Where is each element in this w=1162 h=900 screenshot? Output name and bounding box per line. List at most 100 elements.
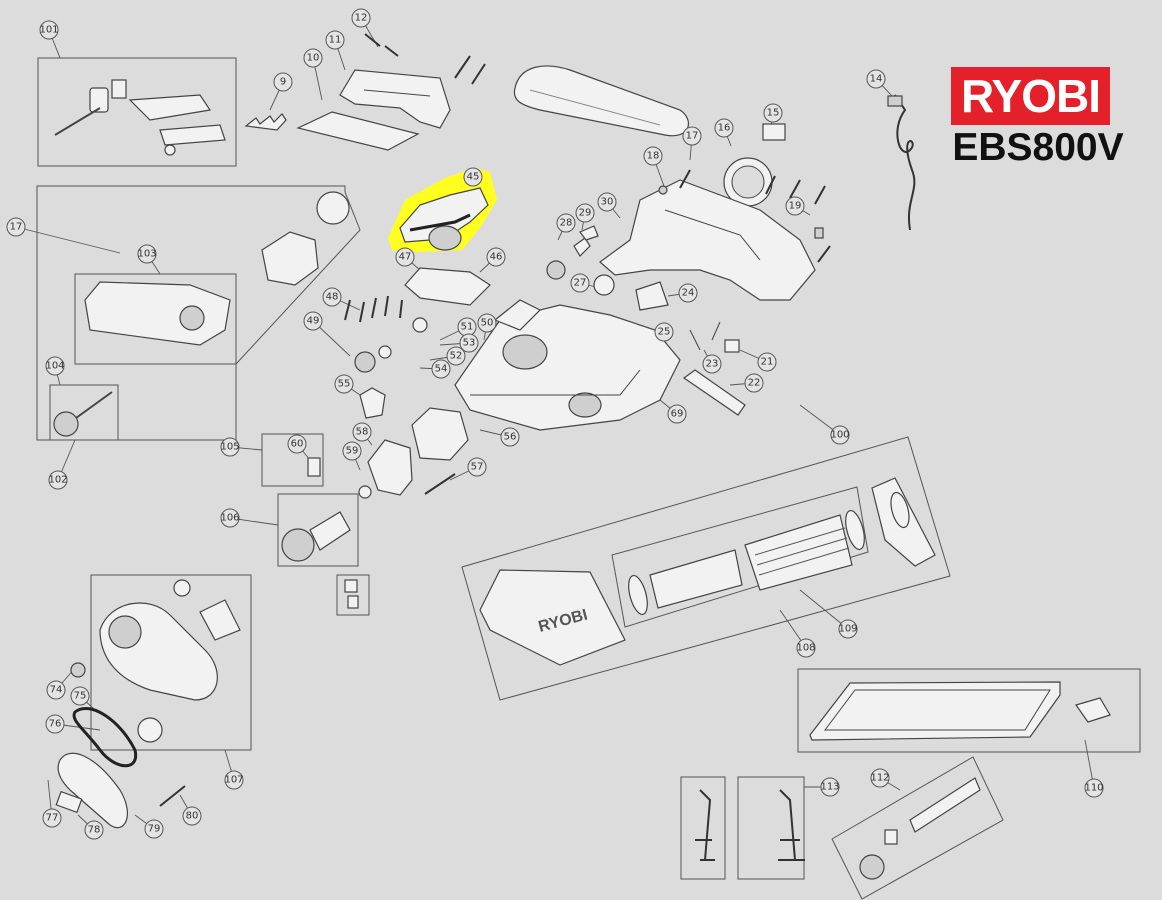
callout-29[interactable]: 29 xyxy=(575,203,595,223)
model-name: EBS800V xyxy=(952,126,1124,169)
callout-50[interactable]: 50 xyxy=(477,313,497,333)
callout-12[interactable]: 12 xyxy=(351,8,371,28)
callout-15[interactable]: 15 xyxy=(763,103,783,123)
svg-text:69: 69 xyxy=(671,409,684,420)
callout-27[interactable]: 27 xyxy=(570,273,590,293)
callout-18[interactable]: 18 xyxy=(643,146,663,166)
group-box-104 xyxy=(49,384,119,441)
svg-text:100: 100 xyxy=(830,430,849,441)
callout-48[interactable]: 48 xyxy=(322,287,342,307)
svg-text:53: 53 xyxy=(463,338,476,349)
callout-25[interactable]: 25 xyxy=(654,322,674,342)
callout-28[interactable]: 28 xyxy=(556,213,576,233)
callout-9[interactable]: 9 xyxy=(273,72,293,92)
part-109-platen xyxy=(628,509,865,616)
callout-77[interactable]: 77 xyxy=(42,808,62,828)
callout-14[interactable]: 14 xyxy=(866,69,886,89)
callout-17[interactable]: 17 xyxy=(682,126,702,146)
callout-24[interactable]: 24 xyxy=(678,283,698,303)
callout-23[interactable]: 23 xyxy=(702,354,722,374)
callout-55[interactable]: 55 xyxy=(334,374,354,394)
callout-75[interactable]: 75 xyxy=(70,686,90,706)
callout-57[interactable]: 57 xyxy=(467,457,487,477)
callout-79[interactable]: 79 xyxy=(144,819,164,839)
callout-60[interactable]: 60 xyxy=(287,434,307,454)
callout-11[interactable]: 11 xyxy=(325,30,345,50)
part-58-59-ring xyxy=(358,439,413,499)
callout-100[interactable]: 100 xyxy=(830,425,850,445)
callout-105[interactable]: 105 xyxy=(220,437,240,457)
part-15-label xyxy=(762,123,786,141)
callout-102[interactable]: 102 xyxy=(48,470,68,490)
callout-106[interactable]: 106 xyxy=(220,508,240,528)
callout-112[interactable]: 112 xyxy=(870,768,890,788)
svg-text:103: 103 xyxy=(137,249,156,260)
callout-53[interactable]: 53 xyxy=(459,333,479,353)
callout-47[interactable]: 47 xyxy=(395,247,415,267)
svg-text:107: 107 xyxy=(224,775,243,786)
callout-21[interactable]: 21 xyxy=(757,352,777,372)
part-49-gear xyxy=(354,317,428,373)
svg-text:78: 78 xyxy=(88,825,101,836)
callout-10[interactable]: 10 xyxy=(303,48,323,68)
svg-text:29: 29 xyxy=(579,208,592,219)
svg-text:58: 58 xyxy=(356,427,369,438)
svg-text:79: 79 xyxy=(148,824,161,835)
svg-text:47: 47 xyxy=(399,252,412,263)
callout-46[interactable]: 46 xyxy=(486,247,506,267)
callout-109[interactable]: 109 xyxy=(838,619,858,639)
callout-104[interactable]: 104 xyxy=(45,356,65,376)
svg-text:11: 11 xyxy=(329,35,342,46)
svg-text:77: 77 xyxy=(46,813,59,824)
part-60-brush xyxy=(307,457,321,477)
callout-76[interactable]: 76 xyxy=(45,714,65,734)
callout-56[interactable]: 56 xyxy=(500,427,520,447)
callout-103[interactable]: 103 xyxy=(137,244,157,264)
part-11-top-housing xyxy=(339,55,486,129)
callout-52[interactable]: 52 xyxy=(446,346,466,366)
svg-text:110: 110 xyxy=(1084,783,1103,794)
group-box-103 xyxy=(74,273,237,365)
svg-text:51: 51 xyxy=(461,322,474,333)
part-12-screws xyxy=(364,33,399,57)
callout-30[interactable]: 30 xyxy=(597,192,617,212)
callout-22[interactable]: 22 xyxy=(744,373,764,393)
svg-text:54: 54 xyxy=(435,364,448,375)
callout-45-highlighted[interactable]: 45 xyxy=(463,167,483,187)
svg-text:101: 101 xyxy=(39,25,58,36)
callout-17b[interactable]: 17 xyxy=(6,217,26,237)
part-24-bracket xyxy=(635,281,669,311)
callout-58[interactable]: 58 xyxy=(352,422,372,442)
svg-text:52: 52 xyxy=(450,351,463,362)
callout-16[interactable]: 16 xyxy=(714,118,734,138)
svg-text:30: 30 xyxy=(601,197,614,208)
callout-19[interactable]: 19 xyxy=(785,196,805,216)
svg-text:76: 76 xyxy=(49,719,62,730)
group-box-extra xyxy=(336,574,370,616)
svg-text:10: 10 xyxy=(307,53,320,64)
callout-110[interactable]: 110 xyxy=(1084,778,1104,798)
svg-text:60: 60 xyxy=(291,439,304,450)
svg-text:75: 75 xyxy=(74,691,87,702)
part-79-cover xyxy=(55,752,129,829)
callout-49[interactable]: 49 xyxy=(303,311,323,331)
part-27-knob xyxy=(593,274,615,296)
callout-101[interactable]: 101 xyxy=(39,20,59,40)
svg-text:22: 22 xyxy=(748,378,761,389)
callout-59[interactable]: 59 xyxy=(342,441,362,461)
callout-74[interactable]: 74 xyxy=(46,680,66,700)
group-box-108 xyxy=(461,436,951,701)
part-69-motor-housing xyxy=(454,299,681,431)
svg-text:74: 74 xyxy=(50,685,63,696)
brand-logo: RYOBI xyxy=(951,67,1110,125)
callout-54[interactable]: 54 xyxy=(431,359,451,379)
callout-107[interactable]: 107 xyxy=(224,770,244,790)
callout-51[interactable]: 51 xyxy=(457,317,477,337)
callout-108[interactable]: 108 xyxy=(796,638,816,658)
callout-80[interactable]: 80 xyxy=(182,806,202,826)
group-box-106 xyxy=(277,493,359,567)
svg-text:102: 102 xyxy=(48,475,67,486)
callout-113[interactable]: 113 xyxy=(820,777,840,797)
callout-69[interactable]: 69 xyxy=(667,404,687,424)
callout-78[interactable]: 78 xyxy=(84,820,104,840)
